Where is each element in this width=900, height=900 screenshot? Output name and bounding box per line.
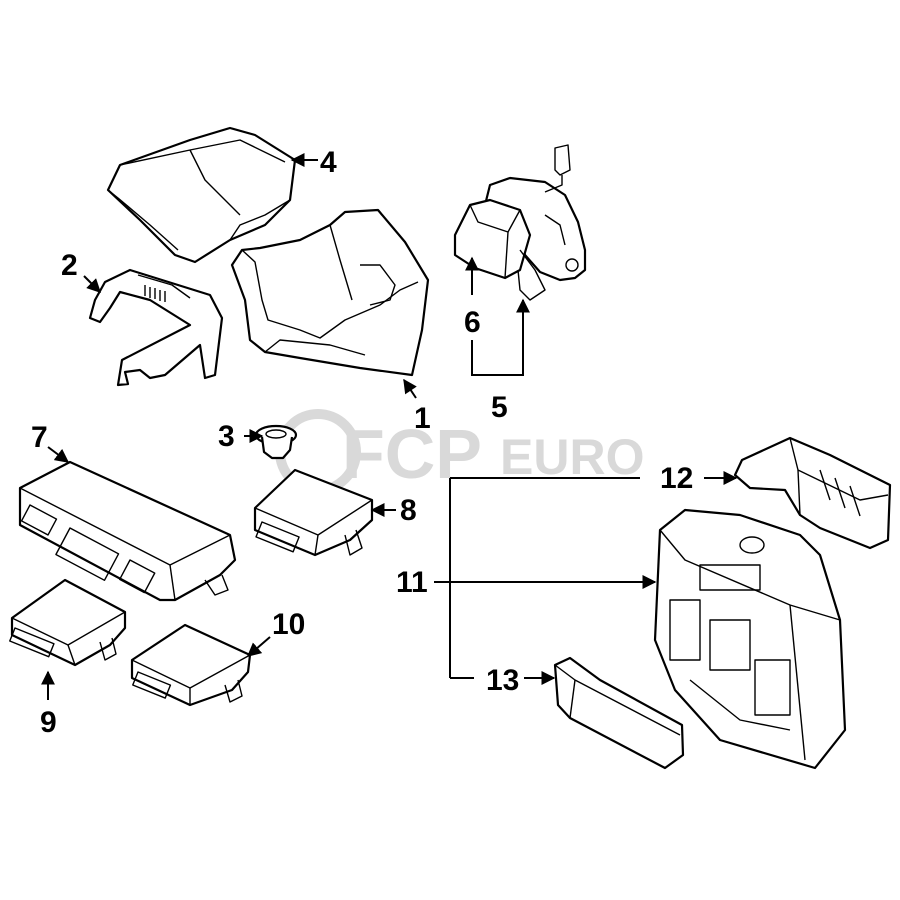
callout-6: 6: [464, 306, 481, 339]
callout-3: 3: [218, 420, 235, 453]
part-10-module: [130, 623, 252, 707]
watermark-brand: FCP: [342, 415, 482, 493]
part-7-module: [18, 460, 237, 602]
callout-10: 10: [272, 608, 305, 641]
callout-2: 2: [61, 249, 78, 282]
part-2-bracket: [88, 268, 224, 387]
callout-8: 8: [400, 494, 417, 527]
callout-4: 4: [320, 146, 337, 179]
callout-9: 9: [40, 706, 57, 739]
part-11-fusebox: [653, 508, 847, 770]
part-3-grommet: [254, 424, 298, 460]
part-9-module: [9, 578, 127, 667]
callout-5: 5: [491, 391, 508, 424]
watermark-suffix: EURO: [500, 429, 644, 485]
callout-1: 1: [414, 402, 431, 435]
part-8-module: [253, 468, 374, 557]
callout-13: 13: [486, 664, 519, 697]
fcp-euro-watermark: FCP EURO: [275, 409, 644, 495]
part-4-cover: [106, 126, 297, 264]
callout-12: 12: [660, 462, 693, 495]
part-12-cover: [733, 436, 892, 550]
callout-11: 11: [396, 566, 428, 599]
leader-lines: [41, 153, 738, 700]
callout-7: 7: [31, 421, 48, 454]
part-1-box: [230, 208, 430, 377]
part-13-module: [553, 656, 685, 770]
